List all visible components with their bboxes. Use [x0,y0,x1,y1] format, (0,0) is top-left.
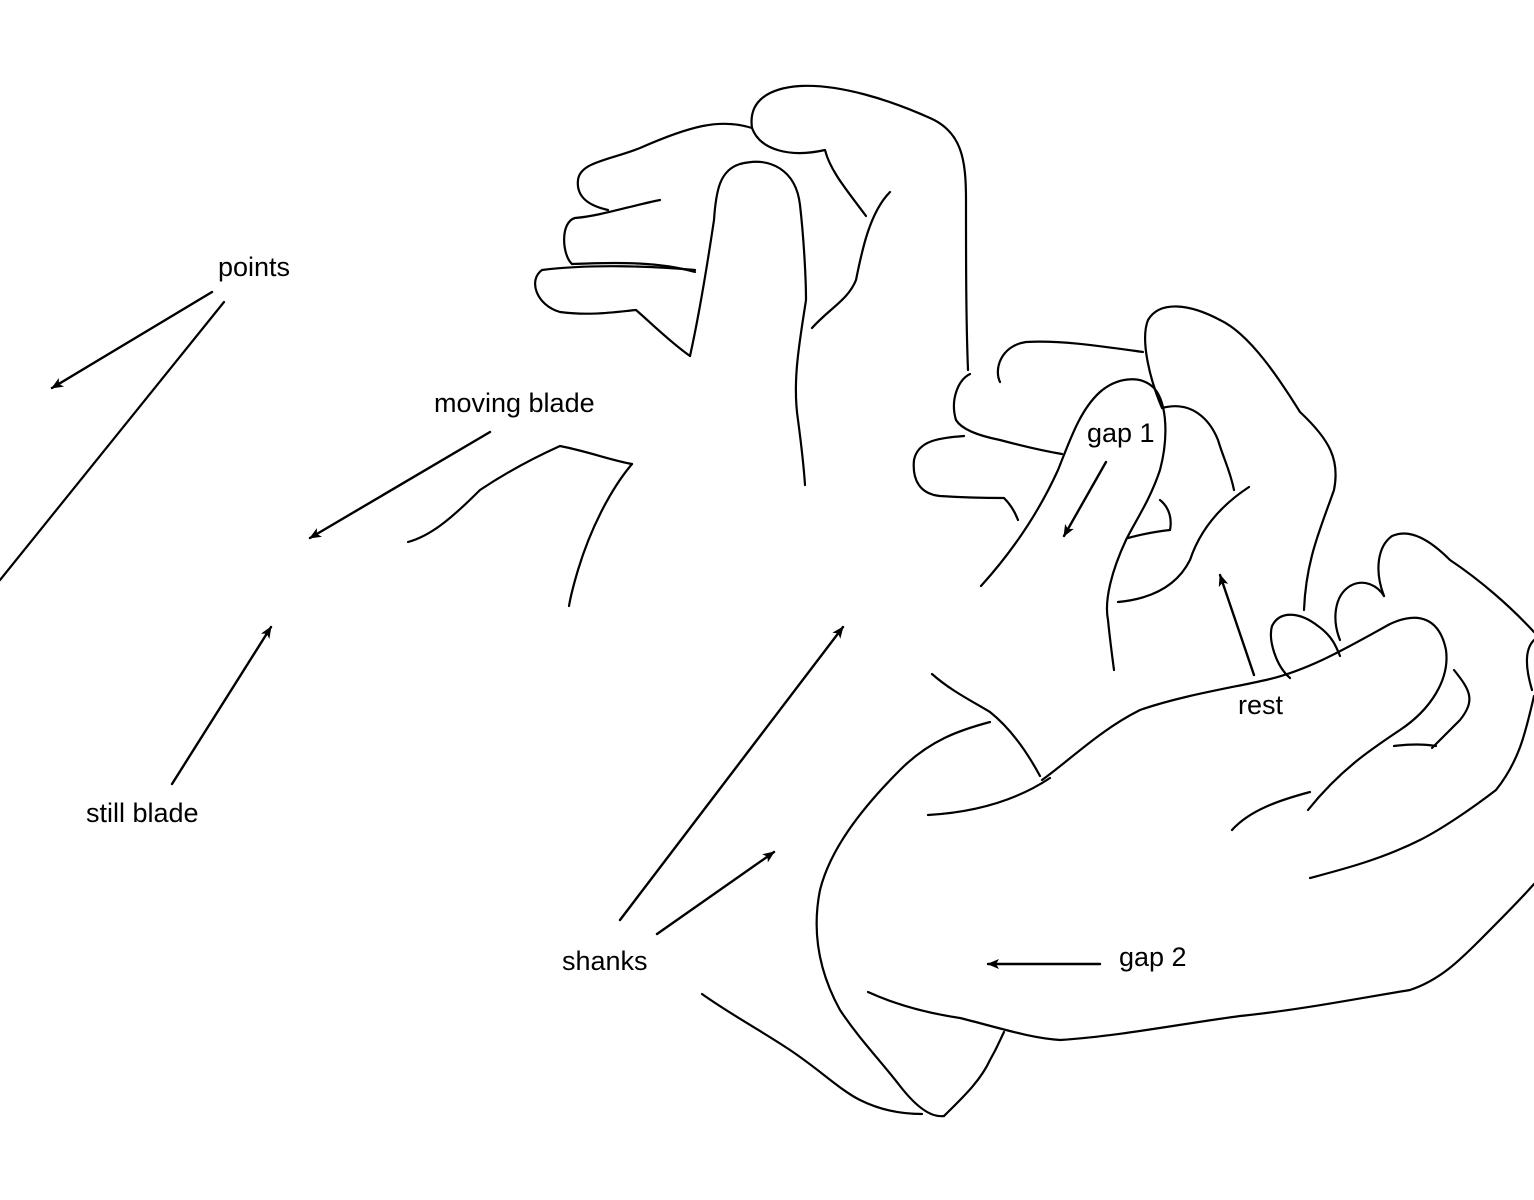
lower-wrist [700,992,924,1116]
left-pinky-finger [534,265,697,358]
labels: points moving blade still blade shanks g… [86,252,1284,976]
middle-index-finger [996,340,1145,384]
label-points: points [218,252,290,282]
points-arrow [50,290,214,390]
shanks-arrow-2 [655,850,776,936]
left-index-finger [576,122,754,212]
still-blade-arrow [170,625,273,786]
lower-top-finger [1040,616,1448,812]
middle-raised-finger-inner [1105,538,1128,672]
label-rest: rest [1238,690,1284,720]
moving-blade-arrow [308,430,492,540]
rest-arrow [1218,573,1256,677]
left-raised-finger [688,160,808,358]
lower-right-edge [1308,694,1534,880]
label-shanks: shanks [562,946,648,976]
left-middle-finger [563,198,662,266]
middle-hand [912,305,1337,778]
lower-finger-4 [1525,638,1534,692]
label-gap-1: gap 1 [1087,418,1155,448]
lower-finger-3 [1377,532,1534,634]
middle-raised-finger [979,378,1167,588]
pointer-arrows [50,290,1256,969]
middle-middle-finger [952,372,1064,456]
left-palm-upper [406,444,634,544]
lower-inner-line [1430,668,1471,750]
lower-joint-short [1392,743,1438,748]
left-thumb-crease [750,126,868,218]
middle-knuckle-arc [1116,485,1251,604]
left-thumb-joint [810,190,892,330]
lower-finger-2 [1334,581,1386,642]
middle-thumb-joint [1160,405,1236,492]
middle-small-crease [1126,498,1172,540]
left-thumb [750,84,970,372]
lower-outer-bottom [866,882,1534,1042]
label-still-blade: still blade [86,798,199,828]
left-palm-lower [567,462,634,608]
middle-wrist-line [930,672,1042,778]
shanks-arrow-1 [618,625,845,922]
label-gap-2: gap 2 [1119,942,1187,972]
lower-hand [700,532,1534,1118]
lower-thumb-outer [815,720,992,1118]
still-chopstick-line [0,300,226,582]
lower-thumb-tip [942,1030,1006,1118]
left-hand [406,84,970,608]
gap-1-arrow [1062,460,1108,538]
middle-thumb [1144,305,1337,612]
lower-finger-1 [1269,613,1342,680]
left-raised-finger-inner [794,298,808,487]
lower-palm-top [926,776,1052,817]
chopstick-lines [0,300,226,582]
label-moving-blade: moving blade [434,388,595,418]
middle-ring-finger [912,434,1020,522]
lower-palm-crease [1230,790,1312,832]
